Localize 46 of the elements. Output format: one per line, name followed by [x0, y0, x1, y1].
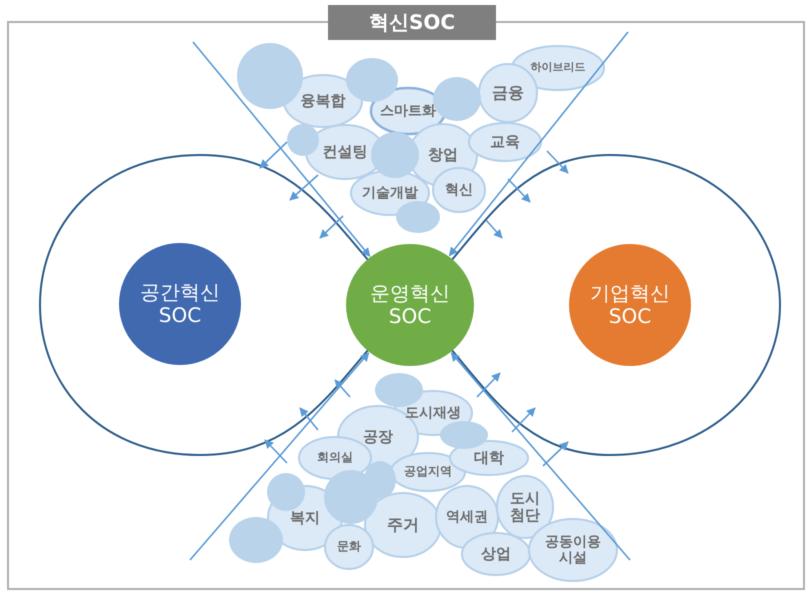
category-label: 운영혁신 SOC: [369, 282, 451, 328]
category-circle: [568, 243, 692, 367]
keyword-label: 문화: [337, 540, 361, 554]
category-label: 공간혁신 SOC: [139, 281, 221, 327]
bubble: [228, 516, 284, 564]
keyword-label: 금융: [492, 84, 524, 102]
bubble: [286, 123, 320, 157]
keyword-bubble: [324, 524, 374, 570]
title-banner: 혁신SOC: [328, 5, 496, 40]
bubble: [439, 420, 489, 450]
keyword-label: 공업지역: [404, 465, 452, 479]
bubble: [266, 472, 306, 512]
category-label: 기업혁신 SOC: [589, 282, 671, 328]
arrow: [189, 352, 370, 561]
keyword-label: 하이브리드: [530, 62, 586, 74]
keyword-label: 복지: [290, 509, 320, 527]
keyword-label: 역세권: [445, 508, 489, 526]
category-circle: [118, 242, 242, 366]
keyword-label: 회의실: [317, 451, 353, 465]
keyword-bubble: [432, 167, 486, 213]
arrow: [450, 352, 631, 561]
keyword-label: 교육: [490, 133, 520, 151]
keyword-bubble: [468, 122, 542, 162]
arrow: [192, 42, 370, 257]
bubble: [363, 460, 397, 500]
bubble: [370, 131, 420, 179]
keyword-label: 상업: [481, 545, 511, 563]
keyword-label: 대학: [474, 449, 504, 467]
bubble: [374, 372, 424, 408]
bubble: [323, 469, 379, 525]
keyword-label: 혁신: [445, 182, 473, 198]
keyword-label: 스마트화: [380, 102, 436, 120]
keyword-label: 컨설팅: [322, 143, 368, 161]
bubble: [395, 200, 441, 234]
category-circle: [345, 243, 475, 367]
keyword-label: 주거: [387, 516, 419, 534]
arrow: [448, 32, 629, 256]
keyword-label: 창업: [428, 146, 458, 164]
keyword-label: 융복합: [300, 92, 346, 110]
keyword-label: 기술개발: [362, 184, 418, 202]
keyword-label: 공동이용 시설: [544, 534, 602, 566]
keyword-label: 공장: [363, 428, 393, 446]
keyword-bubble: [461, 532, 531, 576]
bubble: [345, 57, 399, 103]
keyword-label: 도시 첨단: [509, 490, 541, 524]
keyword-label: 도시재생: [405, 404, 461, 422]
